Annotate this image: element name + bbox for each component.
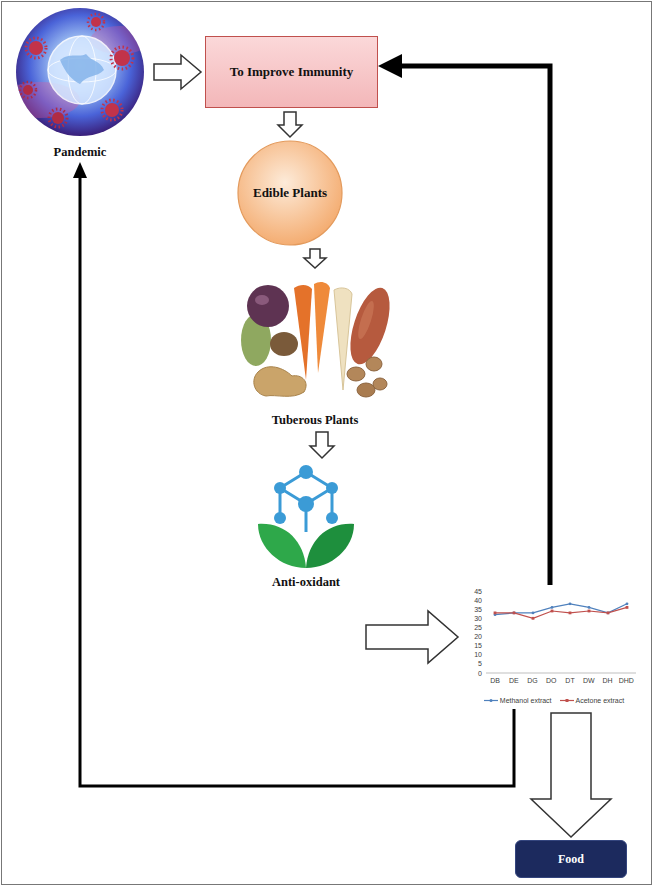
block-arrow bbox=[154, 55, 201, 89]
axis-label: DB bbox=[490, 676, 500, 685]
tick-label: 0 bbox=[462, 669, 482, 678]
legend-item: Methanol extract bbox=[484, 696, 552, 705]
tuber-picture bbox=[241, 282, 398, 397]
legend-sample bbox=[560, 697, 574, 704]
antioxidant-picture bbox=[258, 465, 354, 568]
node-label: Anti-oxidant bbox=[272, 575, 340, 590]
feedback-arrow bbox=[80, 170, 514, 786]
feedback-arrow bbox=[390, 66, 550, 585]
pandemic-image: Pandemic bbox=[10, 6, 150, 162]
pandemic-globe bbox=[0, 8, 150, 136]
tick-label: 35 bbox=[462, 605, 482, 614]
tuber-image: Tuberous Plants bbox=[238, 270, 392, 430]
legend-item: Acetone extract bbox=[560, 696, 625, 705]
chart-legend: Methanol extract Acetone extract bbox=[462, 696, 646, 705]
tick-label: 30 bbox=[462, 614, 482, 623]
axis-label: DH bbox=[602, 676, 612, 685]
axis-label: DW bbox=[583, 676, 595, 685]
process-box: To Improve Immunity bbox=[205, 36, 378, 108]
tick-label: 25 bbox=[462, 623, 482, 632]
legend-label: Methanol extract bbox=[500, 696, 552, 705]
node-label: Edible Plants bbox=[253, 185, 327, 201]
output-box: Food bbox=[515, 840, 627, 878]
node-label: Food bbox=[558, 852, 584, 866]
node-label: To Improve Immunity bbox=[230, 64, 354, 80]
block-arrow bbox=[531, 713, 611, 837]
node-label: Pandemic bbox=[54, 145, 107, 160]
axis-label: DO bbox=[546, 676, 557, 685]
tick-label: 15 bbox=[462, 641, 482, 650]
line-chart: DB DE DG DO DT DW DH DHD 051015202530354045Metha… bbox=[462, 585, 646, 709]
axis-label: DT bbox=[565, 676, 574, 685]
chart-plot bbox=[486, 602, 636, 673]
axis-label: DE bbox=[509, 676, 519, 685]
block-arrow bbox=[278, 112, 302, 137]
node-label: Tuberous Plants bbox=[272, 413, 359, 428]
block-arrow bbox=[366, 611, 458, 663]
legend-sample bbox=[484, 697, 498, 704]
tick-label: 20 bbox=[462, 632, 482, 641]
axis-label: DHD bbox=[619, 676, 634, 685]
tick-label: 5 bbox=[462, 659, 482, 668]
block-arrow bbox=[304, 249, 326, 268]
tick-label: 45 bbox=[462, 587, 482, 596]
antioxidant-icon: Anti-oxidant bbox=[250, 460, 362, 592]
axis-label: DG bbox=[527, 676, 538, 685]
tick-label: 40 bbox=[462, 596, 482, 605]
legend-label: Acetone extract bbox=[576, 696, 625, 705]
block-arrow bbox=[310, 432, 334, 458]
tick-label: 10 bbox=[462, 650, 482, 659]
process-circle: Edible Plants bbox=[237, 140, 343, 246]
